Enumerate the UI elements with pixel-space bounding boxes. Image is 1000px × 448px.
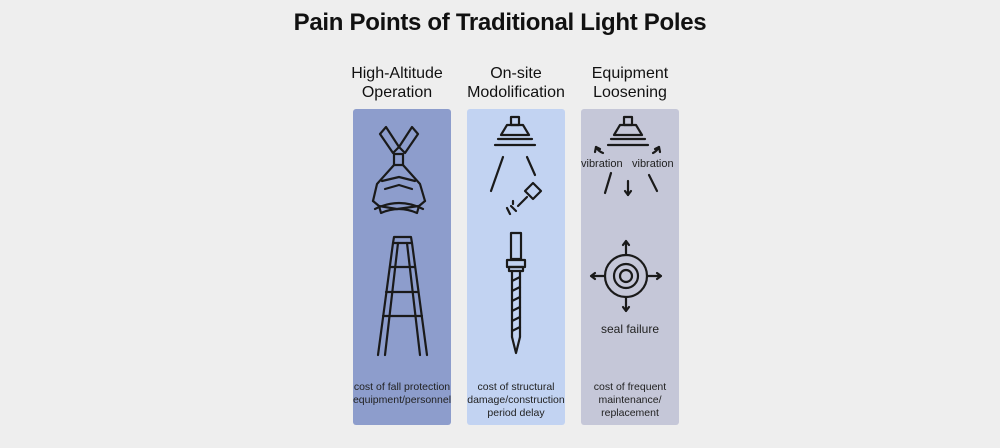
heading-line: High-Altitude xyxy=(351,65,443,82)
panel-equipment: vibration vibration seal failure cost of… xyxy=(581,109,679,425)
column-heading-high-altitude: High-Altitude Operation xyxy=(327,64,467,102)
drill-icon xyxy=(505,181,543,216)
lamp-icon xyxy=(489,115,537,193)
caption-line: replacement xyxy=(601,407,659,419)
caption-line: equipment/personnel xyxy=(353,394,451,406)
caption-line: maintenance/ xyxy=(598,394,662,406)
heading-line: Loosening xyxy=(593,84,667,101)
caption-line: cost of structural xyxy=(477,381,555,393)
panel-on-site: cost of structural damage/construction p… xyxy=(467,109,565,425)
panel-high-altitude: cost of fall protection equipment/person… xyxy=(353,109,451,425)
heading-line: Modolification xyxy=(467,84,565,101)
caption-high-altitude: cost of fall protection equipment/person… xyxy=(353,381,451,407)
caption-line: damage/construction xyxy=(467,394,565,406)
heading-line: Operation xyxy=(361,84,433,101)
caption-line: cost of frequent xyxy=(593,381,667,393)
column-heading-equipment: Equipment Loosening xyxy=(560,64,700,102)
caption-on-site: cost of structural damage/construction p… xyxy=(467,381,565,420)
seal-failure-label: seal failure xyxy=(600,322,660,336)
caption-line: period delay xyxy=(487,407,545,419)
seal-icon xyxy=(589,239,663,313)
page-title: Pain Points of Traditional Light Poles xyxy=(293,9,707,36)
heading-line: Equipment xyxy=(591,65,669,82)
heading-line: On-site xyxy=(490,65,542,82)
safety-harness-icon xyxy=(371,125,427,215)
caption-line: cost of fall protection xyxy=(353,381,451,393)
vibration-label-right: vibration xyxy=(632,158,674,170)
column-heading-on-site: On-site Modolification xyxy=(446,64,586,102)
vibration-label-left: vibration xyxy=(581,158,623,170)
ladder-icon xyxy=(376,235,429,357)
caption-equipment: cost of frequent maintenance/ replacemen… xyxy=(581,381,679,420)
vibrating-lamp-icon xyxy=(593,115,662,197)
pole-icon xyxy=(505,231,527,355)
